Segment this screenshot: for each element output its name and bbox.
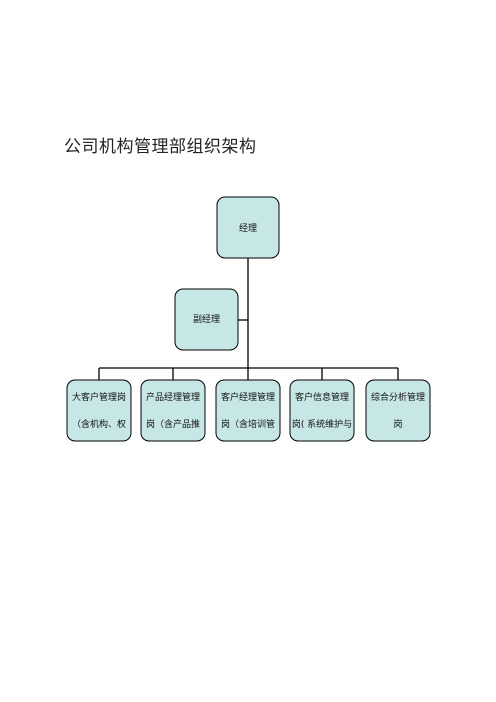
node-child-2-label-2: 岗（含产品推 [146,418,200,430]
node-assistant-box [174,288,239,351]
node-root-label-1: 经理 [239,222,257,234]
node-assistant: 副经理 [174,288,239,351]
node-child-3-box [215,379,281,442]
node-child-2-box [140,379,206,442]
node-child-3-label-1: 客户经理管理 [221,391,275,403]
node-child-1: 大客户管理岗 （含机构、权 [66,379,132,442]
node-child-1-box [66,379,132,442]
node-child-4-label-2: 岗( 系统维护与 [292,418,352,430]
node-child-1-label-2: （含机构、权 [72,418,126,430]
node-assistant-label-1: 副经理 [193,313,220,325]
node-child-5: 综合分析管理 岗 [365,379,431,442]
node-child-4-box [289,379,355,442]
node-child-4: 客户信息管理 岗( 系统维护与 [289,379,355,442]
node-child-3: 客户经理管理 岗（含培训管 [215,379,281,442]
node-child-5-label-1: 综合分析管理 [371,391,425,403]
node-child-5-label-2: 岗 [393,419,402,430]
node-child-5-box [365,379,431,442]
connectors [98,258,399,380]
node-child-4-label-1: 客户信息管理 [295,391,349,403]
node-child-2-label-1: 产品经理管理 [146,391,200,403]
node-root: 经理 [216,196,280,259]
node-root-box [216,196,280,259]
node-child-2: 产品经理管理 岗（含产品推 [140,379,206,442]
node-child-3-label-2: 岗（含培训管 [221,418,275,430]
node-child-1-label-1: 大客户管理岗 [72,391,126,403]
page-title: 公司机构管理部组织架构 [64,137,257,157]
